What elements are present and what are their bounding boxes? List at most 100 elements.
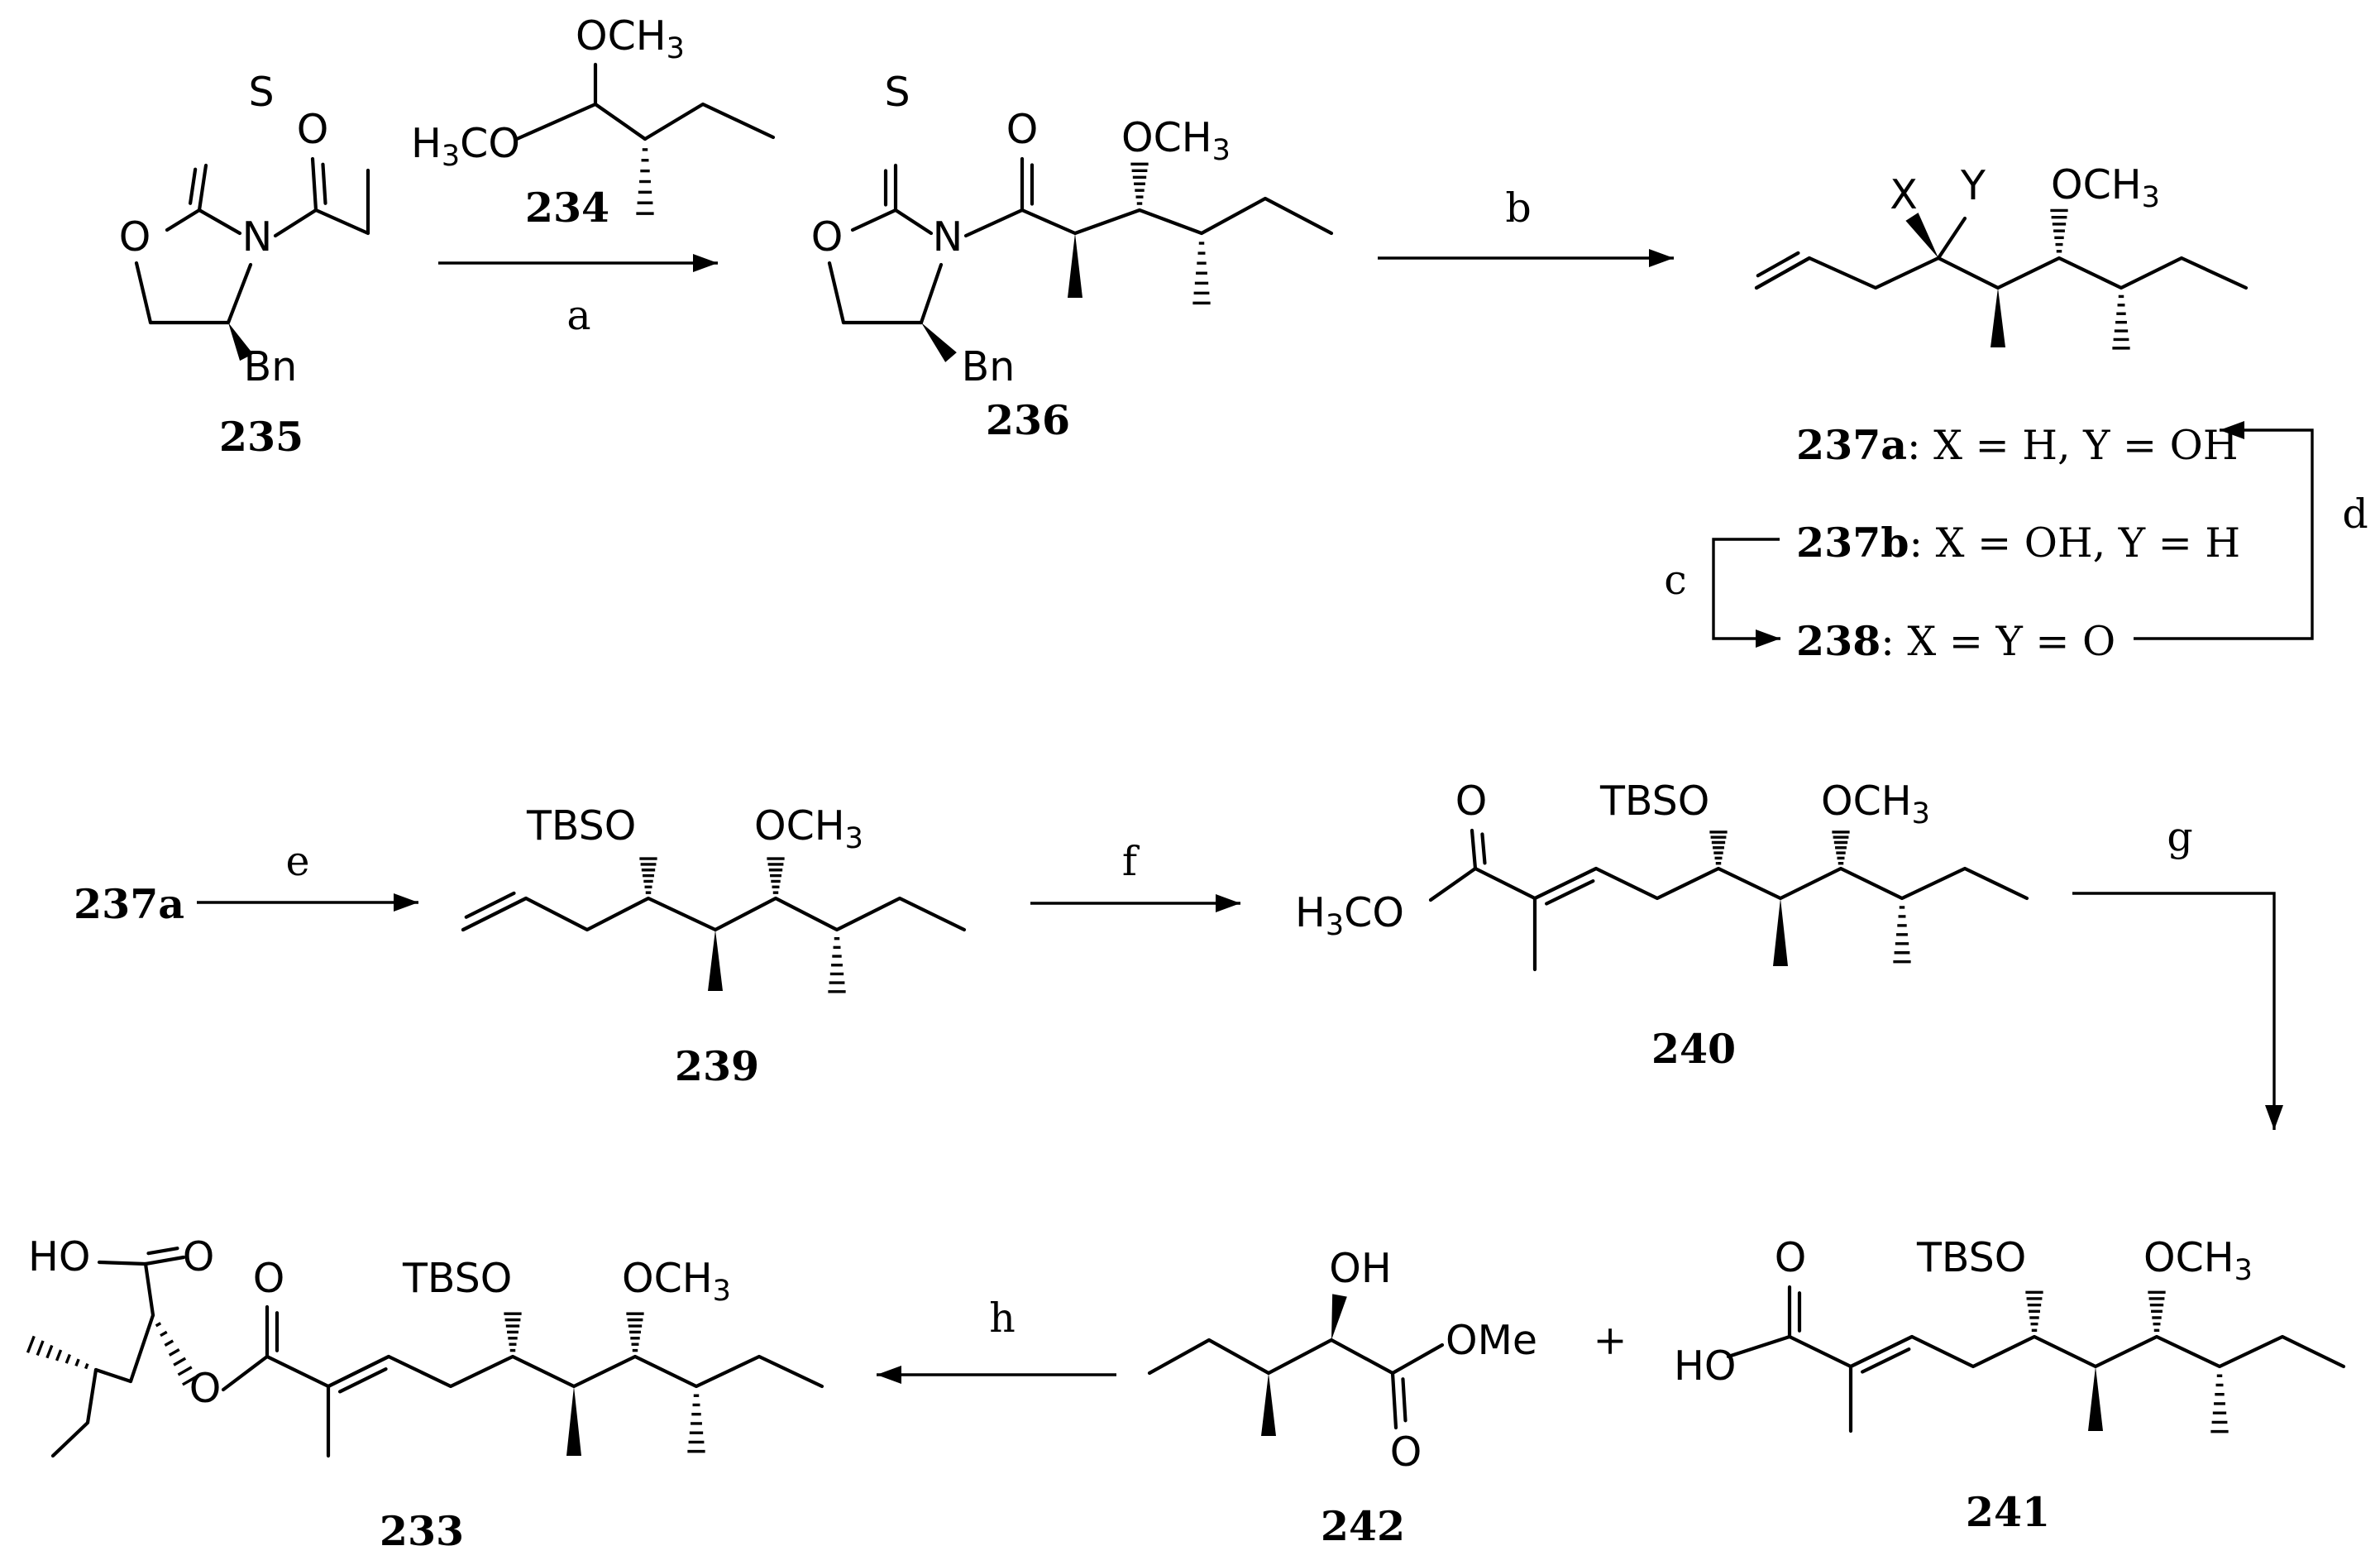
bond-237-alkene <box>1754 256 1812 290</box>
chain-235-ethyl <box>313 168 370 236</box>
chain-240-main <box>1473 866 2029 901</box>
bond-234-c-c <box>593 102 648 141</box>
wedge-242-oh <box>1331 1294 1347 1340</box>
atom-och3-239: OCH3 <box>754 802 863 855</box>
atom-och3-241: OCH3 <box>2143 1234 2253 1287</box>
atom-y-237: Y <box>1960 162 1986 209</box>
hash-241-ome <box>2148 1290 2166 1333</box>
bond-236-o-c5 <box>827 261 846 325</box>
wedge-233-methyl <box>566 1386 581 1456</box>
chain-236-main <box>1020 196 1334 236</box>
atom-tbso-241: TBSO <box>1916 1234 2026 1281</box>
atom-tbso-233: TBSO <box>402 1255 512 1302</box>
hash-233-ome <box>626 1312 644 1352</box>
label-layer: S O O N Bn 235 OCH3 H3CO 234 a S O OCH3 … <box>28 12 2368 1555</box>
atom-s-235: S <box>248 69 274 116</box>
arrow-f-head <box>1216 894 1240 912</box>
bond-233-ho <box>97 1260 148 1266</box>
hash-233-side-methyl <box>26 1335 89 1370</box>
bond-239-alkene-inner <box>464 891 516 919</box>
atom-o-233-ester-carbonyl: O <box>253 1255 285 1302</box>
atom-och3-237: OCH3 <box>2051 161 2160 214</box>
chain-233-main <box>265 1354 824 1389</box>
bond-241-ho-c <box>1726 1334 1792 1359</box>
hash-240-ome <box>1832 830 1850 865</box>
hash-233-methyl <box>687 1394 705 1453</box>
start-compound-237a: 237a <box>74 880 184 928</box>
bond-240-alkene-inner <box>1545 879 1595 906</box>
compound-label-234: 234 <box>525 184 609 232</box>
atom-n-236: N <box>933 213 963 261</box>
bond-233-acid-co-inner <box>146 1247 179 1256</box>
atom-o-241-carbonyl: O <box>1775 1234 1807 1281</box>
hash-stroke <box>26 1335 36 1353</box>
hash-stroke <box>182 1374 199 1386</box>
hash-stroke <box>164 1339 174 1347</box>
reagent-a: a <box>566 292 590 339</box>
wedge-237-methyl <box>1991 288 2005 347</box>
hash-stroke <box>55 1349 63 1362</box>
bond-241-alkene <box>1848 1334 1914 1369</box>
bond-233-sidechain <box>93 1367 133 1384</box>
plus-sign: + <box>1593 1317 1627 1364</box>
atom-ho-233: HO <box>28 1233 90 1280</box>
arrow-g-head <box>2265 1105 2283 1130</box>
reagent-d: d <box>2342 491 2368 538</box>
hash-237-ome <box>2050 208 2068 253</box>
atom-o-240-carbonyl: O <box>1455 778 1488 825</box>
bond-236-c2-n <box>893 208 934 236</box>
atom-bn-236: Bn <box>962 343 1016 390</box>
compound-label-240: 240 <box>1651 1025 1736 1073</box>
hash-237-methyl <box>2112 294 2130 350</box>
hash-stroke <box>155 1322 162 1328</box>
bond-235-c-s <box>197 163 208 213</box>
hash-stroke <box>160 1330 168 1338</box>
chain-237-main <box>1754 256 2249 290</box>
bond-233-ca-cb <box>128 1313 155 1384</box>
bond-242-carbonyl <box>1390 1371 1398 1430</box>
arrow-d <box>2134 428 2314 640</box>
hash-234-methyl <box>636 148 654 215</box>
hash-236-ome <box>1130 162 1149 205</box>
atom-o-236-carbonyl: O <box>1006 106 1039 153</box>
atom-och3-240: OCH3 <box>1821 778 1930 830</box>
bond-237-y <box>1936 216 1967 261</box>
arrow-c <box>1712 538 1780 640</box>
atom-h3co-240: H3CO <box>1295 889 1404 942</box>
arrow-e-head <box>394 893 418 912</box>
wedge-235-bn <box>228 323 253 361</box>
hash-stroke <box>168 1348 180 1357</box>
atom-o-242-carbonyl: O <box>1390 1429 1422 1476</box>
bond-240-alkene <box>1532 866 1599 901</box>
reagent-g: g <box>2167 813 2192 860</box>
arrow-g <box>2072 892 2276 1130</box>
wedge-237-x <box>1905 213 1938 258</box>
definition-237b: 237b: X = OH, Y = H <box>1796 519 2240 567</box>
atom-s-236: S <box>884 69 910 116</box>
wedge-239-methyl <box>708 930 723 991</box>
arrow-d-head <box>2220 421 2244 439</box>
bond-239-alkene <box>461 896 528 932</box>
arrow-a-head <box>693 254 718 272</box>
bond-235-c-s-inner <box>188 167 198 205</box>
chain-239-main <box>461 896 967 932</box>
atom-o-233-ester: O <box>189 1365 222 1412</box>
bond-235-c2-o <box>165 208 202 232</box>
atom-tbso-240: TBSO <box>1599 778 1709 825</box>
atom-x-237: X <box>1890 171 1918 218</box>
chain-242-main <box>1147 1338 1395 1376</box>
arrow-b-head <box>1649 249 1674 267</box>
bond-233-cooh <box>143 1261 155 1318</box>
compound-label-242: 242 <box>1321 1502 1405 1550</box>
bond-240-carbonyl-inner <box>1480 832 1487 865</box>
definition-237a: 237a: X = H, Y = OH <box>1796 421 2239 469</box>
atom-tbso-239: TBSO <box>526 802 636 850</box>
atom-och3-234-top: OCH3 <box>576 12 685 65</box>
hash-239-methyl <box>828 936 846 993</box>
compound-label-235: 235 <box>219 413 303 461</box>
hash-236-methyl <box>1192 242 1211 305</box>
bond-242-carbonyl-inner <box>1401 1377 1407 1423</box>
atom-och3-236: OCH3 <box>1121 114 1231 167</box>
reagent-h: h <box>989 1295 1016 1342</box>
